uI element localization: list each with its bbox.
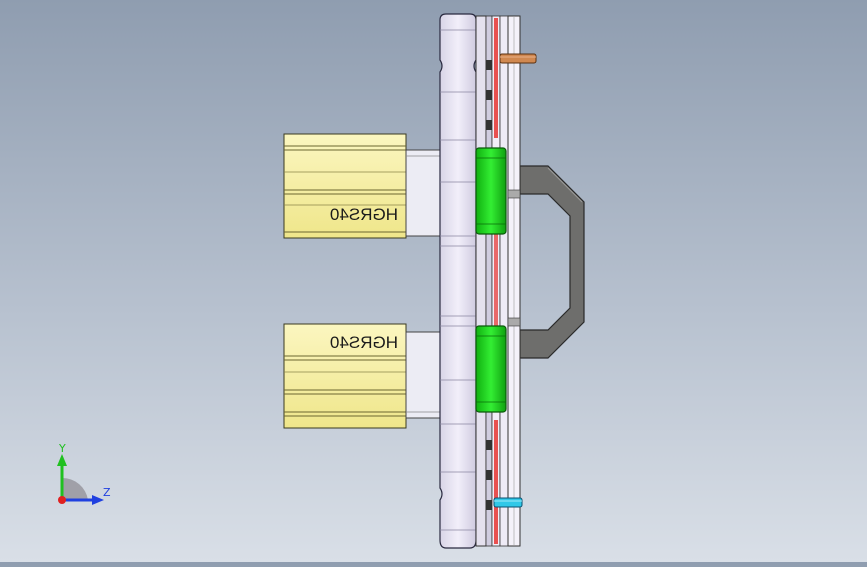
triad-z-arrow-icon [92,495,104,505]
triad-plane-icon [62,477,88,500]
reference-triad: Y Z [57,442,111,505]
copper-pin[interactable] [499,53,537,64]
cylinder-lower-label: HGRS40 [330,333,398,352]
main-plate[interactable] [439,13,477,549]
triad-x-axis-dot [58,496,66,504]
handle-bracket[interactable] [519,165,585,359]
cylinder-upper[interactable]: HGRS40 [283,133,441,239]
red-rail-assembly [486,15,521,547]
triad-z-label: Z [103,486,111,499]
triad-y-label: Y [58,442,66,455]
triad-y-arrow-icon [57,454,67,466]
slider-upper[interactable] [475,147,507,235]
slider-lower[interactable] [475,325,507,413]
cylinder-lower[interactable]: HGRS40 [283,323,441,429]
cylinder-upper-label: HGRS40 [330,205,398,224]
cyan-pin[interactable] [493,497,523,508]
